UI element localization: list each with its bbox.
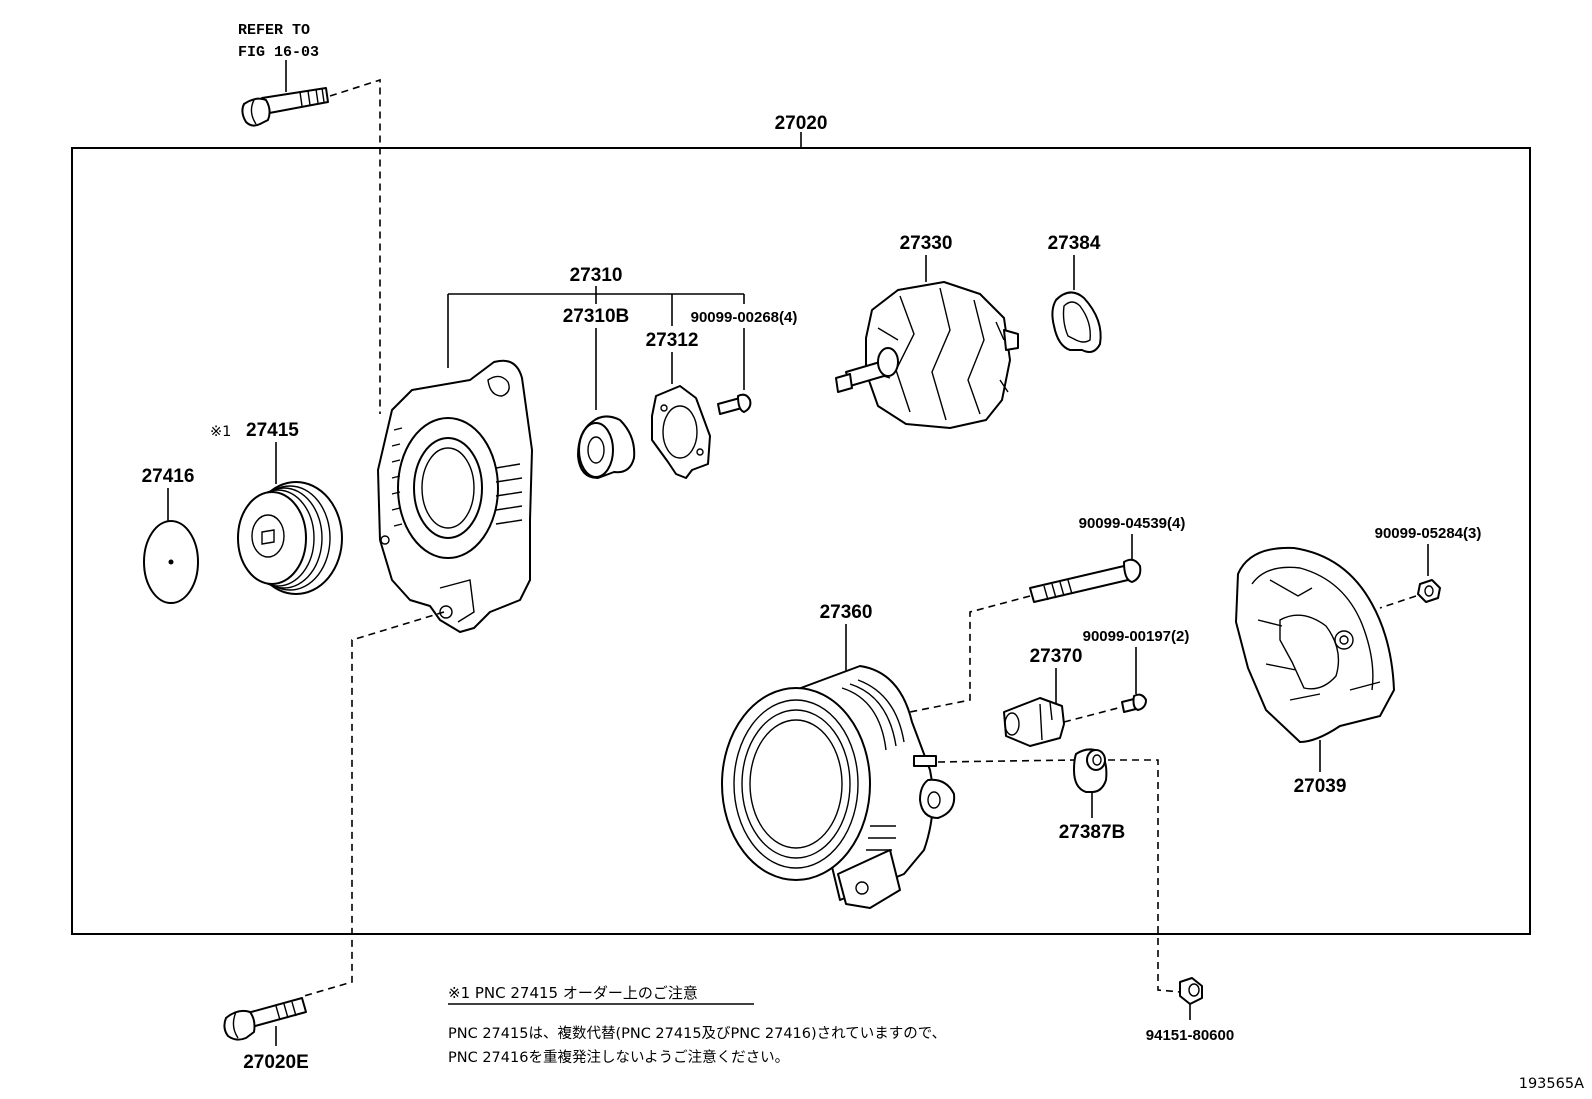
label-90099-00197: 90099-00197(2): [1083, 628, 1190, 645]
long-bolt-90099-04539: [1029, 558, 1142, 603]
label-27020: 27020: [775, 113, 828, 134]
stator-27360: [721, 665, 956, 909]
screw-90099-00197: [1121, 693, 1147, 713]
refer-fig-text: FIG 16-03: [238, 44, 319, 61]
label-90099-04539: 90099-04539(4): [1079, 515, 1186, 532]
pulley-27415: [237, 481, 343, 595]
screw-90099-00268: [717, 393, 752, 415]
nut-90099-05284: [1417, 579, 1441, 603]
refer-to-text: REFER TO: [238, 22, 310, 39]
label-27370: 27370: [1030, 646, 1083, 667]
retainer-plate-27312: [651, 385, 711, 479]
label-27360: 27360: [820, 602, 873, 623]
label-27330: 27330: [900, 233, 953, 254]
label-27310: 27310: [570, 265, 623, 286]
note-line-2: PNC 27416を重複発注しないようご注意ください。: [448, 1048, 789, 1066]
label-27039: 27039: [1294, 776, 1347, 797]
bottom-through-bolt-27020e: [223, 997, 307, 1041]
note-title: ※1 PNC 27415 オーダー上のご注意: [448, 984, 698, 1002]
note-line-1: PNC 27415は、複数代替(PNC 27415及びPNC 27416)されて…: [448, 1025, 946, 1042]
label-27312: 27312: [646, 330, 699, 351]
pulley-cover-27416: [143, 520, 199, 604]
label-27384: 27384: [1048, 233, 1101, 254]
label-27310b: 27310B: [563, 306, 630, 327]
label-27387b: 27387B: [1059, 822, 1126, 843]
drive-end-frame: [377, 359, 533, 633]
brush-holder-27370: [1003, 697, 1065, 747]
label-27416: 27416: [142, 466, 195, 487]
rectifier-end-frame-27039: [1235, 546, 1395, 743]
label-90099-05284: 90099-05284(3): [1375, 525, 1482, 542]
label-94151-80600: 94151-80600: [1146, 1027, 1234, 1044]
rotor-27330: [835, 281, 1019, 429]
insulator-27384: [1051, 291, 1102, 353]
nut-94151-80600: [1179, 977, 1203, 1005]
label-27415-mark: ※1: [210, 424, 231, 440]
label-90099-00268: 90099-00268(4): [691, 309, 798, 326]
figure-id: 193565A: [1519, 1076, 1584, 1092]
bearing-27310b: [577, 415, 636, 479]
label-27415: 27415: [246, 420, 299, 441]
bush-27387b: [1073, 748, 1108, 793]
label-27020e: 27020E: [243, 1052, 309, 1073]
top-through-bolt: [241, 87, 329, 127]
